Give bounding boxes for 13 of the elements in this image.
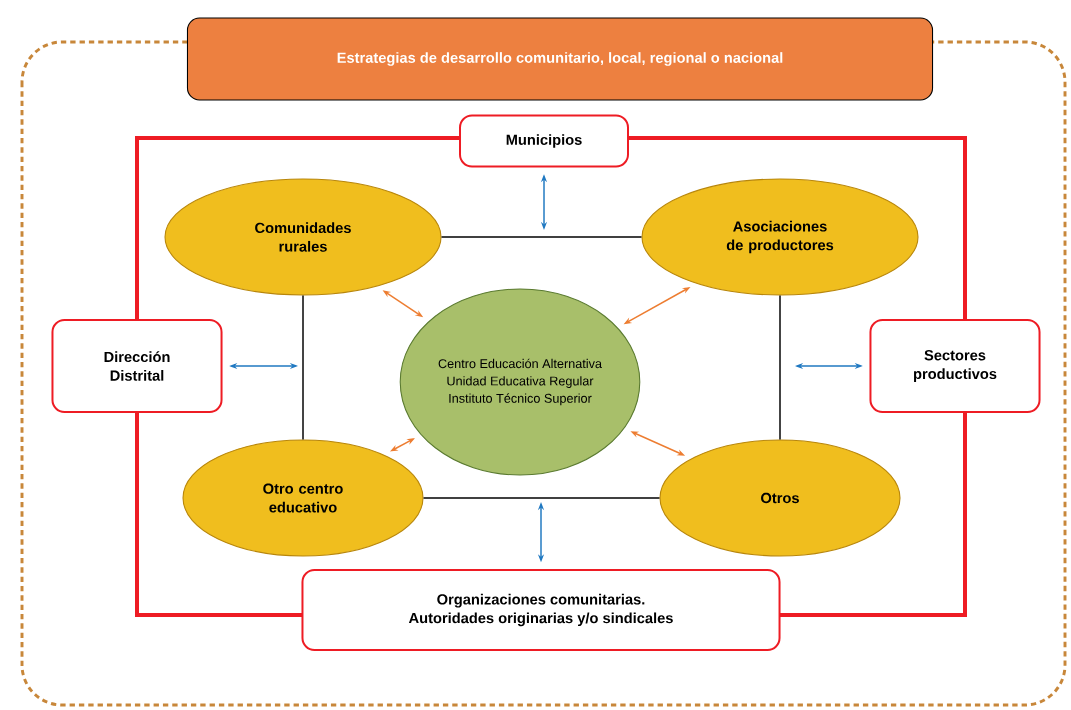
rounded-box: Dirección Distrital [51, 319, 223, 413]
connector-line [440, 236, 643, 238]
ellipse-node: Comunidades rurales [164, 178, 442, 296]
ellipse-node: Otro centro educativo [182, 439, 424, 557]
connector-line [779, 294, 781, 441]
rounded-box: Municipios [459, 114, 629, 168]
connector-line [422, 497, 661, 499]
ellipse-node: Asociaciones de productores [641, 178, 919, 296]
connector-line [302, 294, 304, 441]
ellipse-node: Otros [659, 439, 901, 557]
rounded-box: Organizaciones comunitarias. Autoridades originarias y/o sindicales [301, 569, 781, 651]
rounded-box: Sectores productivos [869, 319, 1041, 413]
title-banner: Estrategias de desarrollo comunitario, local, regional o nacional [186, 17, 934, 101]
